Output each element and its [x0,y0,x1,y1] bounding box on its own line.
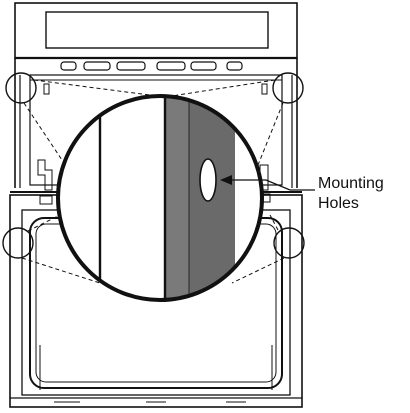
upper-oven [14,2,298,205]
marker-lower-right [273,227,305,259]
control-panel [14,2,298,59]
mounting-hole [199,158,217,202]
marker-upper-left [5,72,37,104]
magnified-detail [56,94,264,302]
marker-upper-right [272,72,304,104]
label-line-2: Holes [318,195,359,212]
callout-arrow [220,175,315,191]
mounting-holes-label: Mounting Holes [318,174,384,214]
leader-lines [21,79,285,284]
location-markers [2,72,305,259]
marker-lower-left [2,227,34,259]
label-line-1: Mounting [318,175,384,192]
control-buttons [60,61,243,71]
control-display [45,11,269,49]
